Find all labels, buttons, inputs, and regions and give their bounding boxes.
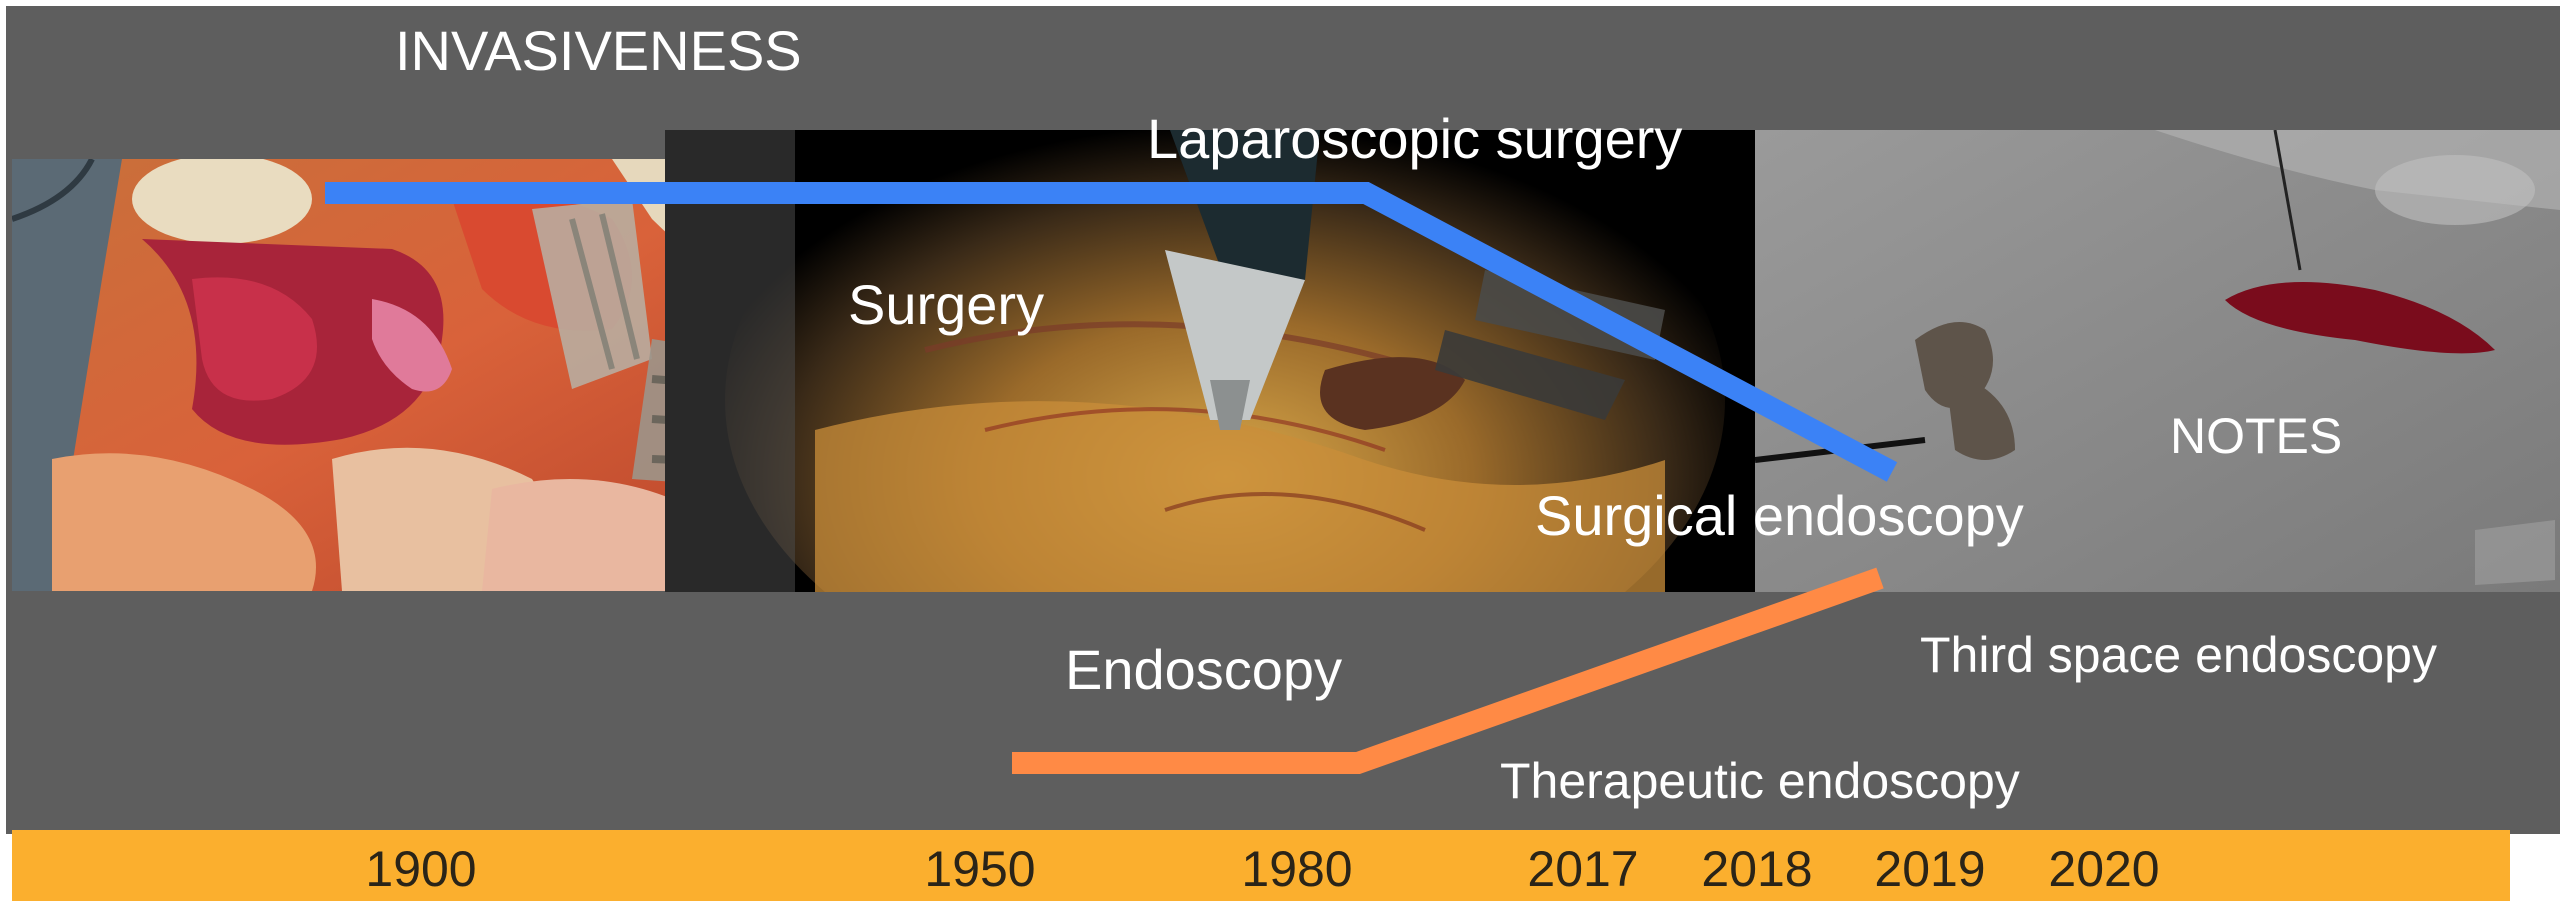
axis-title: INVASIVENESS [395,23,802,79]
label-laparoscopic-surgery: Laparoscopic surgery [1147,111,1682,167]
year-label: 2017 [1527,844,1638,894]
year-label: 2020 [2048,844,2159,894]
label-endoscopy: Endoscopy [1065,642,1342,698]
timeline-bar: 1900 1950 1980 2017 2018 2019 2020 [12,830,2510,901]
year-label: 1980 [1241,844,1352,894]
year-label: 2019 [1874,844,1985,894]
year-label: 2018 [1701,844,1812,894]
year-label: 1950 [924,844,1035,894]
label-surgery: Surgery [848,277,1044,333]
year-label: 1900 [365,844,476,894]
label-surgical-endoscopy: Surgical endoscopy [1535,488,2024,544]
label-third-space-endoscopy: Third space endoscopy [1920,630,2437,680]
label-notes: NOTES [2170,411,2342,461]
label-therapeutic-endoscopy: Therapeutic endoscopy [1500,756,2020,806]
surgery-trend-line [325,193,1892,472]
